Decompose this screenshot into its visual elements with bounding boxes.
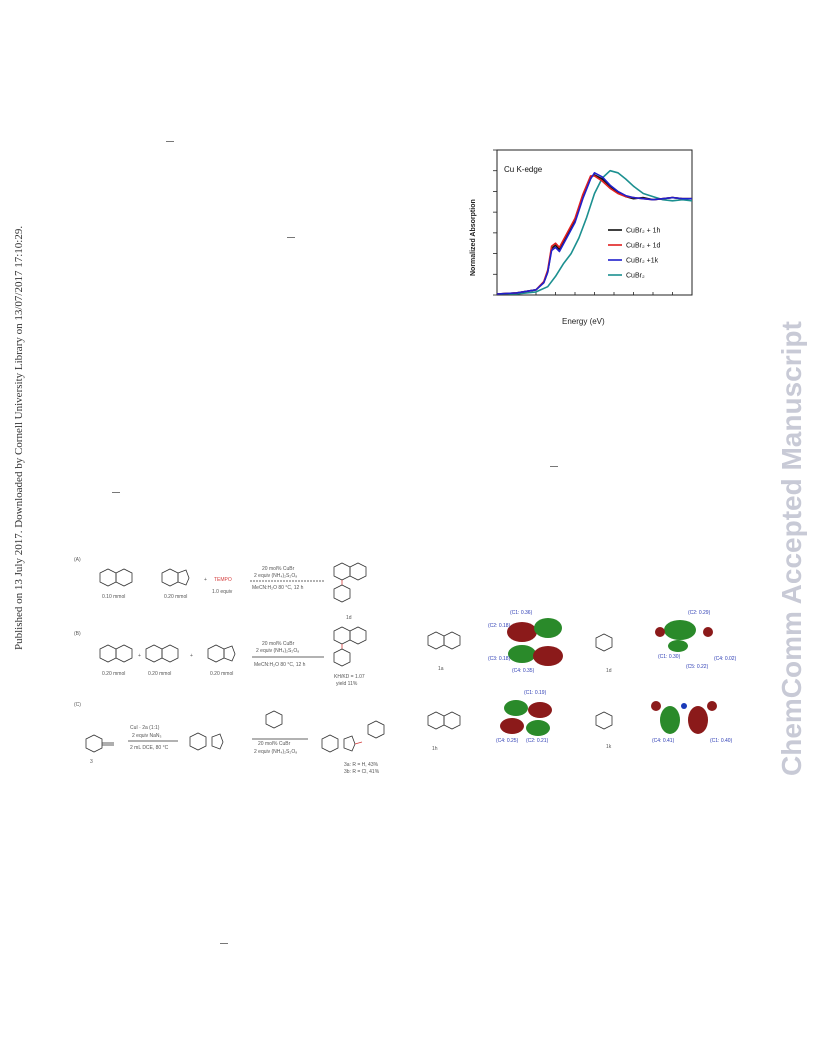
orbital-coefficient: (C3: 0.18) <box>488 656 511 662</box>
condition-bottom: MeCN:H₂O 80 °C, 12 h <box>254 662 306 668</box>
product-structure <box>333 626 367 667</box>
condition-top: 20 mol% CuBr <box>262 641 295 647</box>
condition-bottom: 2 mL DCE, 80 °C <box>130 745 169 751</box>
orbital-coefficient: (C1: 0.19) <box>524 690 547 696</box>
watermark-text: ChemComm Accepted Manuscript <box>776 321 807 776</box>
aryl-alkyne-structure <box>85 734 114 753</box>
orbital-coefficient: (C4: 0.35) <box>512 668 535 674</box>
series-line-2 <box>496 171 692 295</box>
plus-sign: + <box>138 653 141 659</box>
series-line-3 <box>497 169 693 295</box>
molecule-1h-structure <box>427 711 461 730</box>
product-label: 3a: R = H, 43% <box>344 762 379 768</box>
y-axis-label: Normalized Absorption <box>470 199 477 276</box>
plus-sign: + <box>204 577 207 583</box>
molecule-1k-structure <box>595 711 613 730</box>
orbital-1k <box>651 701 717 734</box>
plus-sign: + <box>190 653 193 659</box>
condition-bottom: MeCN:H₂O 80 °C, 12 h <box>252 585 304 591</box>
dimethylaniline-structure <box>265 710 283 729</box>
text-marker <box>166 141 174 142</box>
legend-label: CuBr₂ +1k <box>626 258 659 265</box>
molecule-1a-structure <box>427 631 461 650</box>
legend-label: CuBr₂ <box>626 273 645 280</box>
amount-label: 0.20 mmol <box>210 671 233 677</box>
orbital-figure: 1a (C1: 0.36) (C2: 0.18) (C3: 0.18) (C4:… <box>420 600 740 760</box>
condition-top: CuI · 2a (1:1) <box>130 725 160 731</box>
text-marker <box>287 237 295 238</box>
orbital-coefficient: (C4: 0.02) <box>714 656 737 662</box>
condition-top: 20 mol% CuBr <box>258 741 291 747</box>
orbital-1a <box>507 618 563 666</box>
condition-top: 20 mol% CuBr <box>262 566 295 572</box>
condition-mid: 2 equiv (NH₄)₂S₂O₈ <box>256 648 299 654</box>
text-marker <box>220 943 228 944</box>
scheme-tag: (A) <box>74 557 81 563</box>
amount-label: 0.20 mmol <box>148 671 171 677</box>
naphthalene-structure <box>99 568 133 587</box>
amount-label: 0.10 mmol <box>102 594 125 600</box>
product-structure <box>333 562 367 603</box>
condition-bottom: 2 equiv (NH₄)₂S₂O₈ <box>254 749 297 755</box>
orbital-coefficient: (C2: 0.18) <box>488 623 511 629</box>
orbital-coefficient: (C1: 0.40) <box>710 738 733 744</box>
mechanism-scheme: (A) 0.10 mmol 0.20 mmol + TEMPO 1.0 equi… <box>72 553 402 783</box>
scheme-tag: (C) <box>74 702 81 708</box>
accepted-manuscript-watermark: ChemComm Accepted Manuscript <box>768 0 816 1056</box>
condition-mid: 2 equiv NaN₃ <box>132 733 162 739</box>
naphthalene-d8-structure <box>145 644 179 663</box>
amount-label: 0.20 mmol <box>102 671 125 677</box>
orbital-coefficient: (C2: 0.29) <box>688 610 711 616</box>
molecule-label: 1a <box>438 666 444 672</box>
published-notice: Published on 13 July 2017. Downloaded by… <box>6 0 30 1056</box>
orbital-1d <box>655 620 713 652</box>
benzotriazole-structure <box>207 644 236 663</box>
orbital-1h <box>500 700 552 736</box>
x-axis-label: Energy (eV) <box>562 317 605 326</box>
naphthalene-structure <box>99 644 133 663</box>
orbital-coefficient: (C4: 0.41) <box>652 738 675 744</box>
xanes-chart: Cu K-edge Normalized Absorption Energy (… <box>462 138 702 330</box>
text-marker <box>112 492 120 493</box>
legend-label: CuBr₂ + 1h <box>626 228 661 235</box>
scheme-tag: (B) <box>74 631 81 637</box>
product-label: 3b: R = Cl, 41% <box>344 769 380 775</box>
yield-label: yield 11% <box>336 681 358 687</box>
product-structure <box>321 720 385 753</box>
scheme-svg: (A) 0.10 mmol 0.20 mmol + TEMPO 1.0 equi… <box>74 557 385 775</box>
amount-label: 0.20 mmol <box>164 594 187 600</box>
molecule-label: 1k <box>606 744 612 750</box>
tempo-label: TEMPO <box>214 577 232 583</box>
orbital-coefficient: (C5: 0.22) <box>686 664 709 670</box>
condition-mid: 2 equiv (NH₄)₂S₂O₈ <box>254 573 297 579</box>
chart-svg: Cu K-edge Normalized Absorption Energy (… <box>470 149 693 326</box>
molecule-1d-structure <box>595 633 613 652</box>
orbital-coefficient: (C1: 0.30) <box>658 654 681 660</box>
molecule-label: 1d <box>606 668 612 674</box>
triazole-intermediate-structure <box>189 732 224 751</box>
benzotriazole-structure <box>161 568 190 587</box>
orbital-coefficient: (C4: 0.25) <box>496 738 519 744</box>
product-label: 1d <box>346 615 352 621</box>
start-label: 3 <box>90 759 93 765</box>
tempo-amount: 1.0 equiv <box>212 589 233 595</box>
orbital-svg: 1a (C1: 0.36) (C2: 0.18) (C3: 0.18) (C4:… <box>427 610 737 752</box>
published-notice-text: Published on 13 July 2017. Downloaded by… <box>13 226 25 650</box>
text-marker <box>550 466 558 467</box>
legend-label: CuBr₂ + 1d <box>626 243 661 250</box>
orbital-coefficient: (C2: 0.21) <box>526 738 549 744</box>
chart-annotation: Cu K-edge <box>504 165 543 174</box>
molecule-label: 1h <box>432 746 438 752</box>
kie-label: KH/KD = 1.07 <box>334 674 365 680</box>
orbital-coefficient: (C1: 0.36) <box>510 610 533 616</box>
